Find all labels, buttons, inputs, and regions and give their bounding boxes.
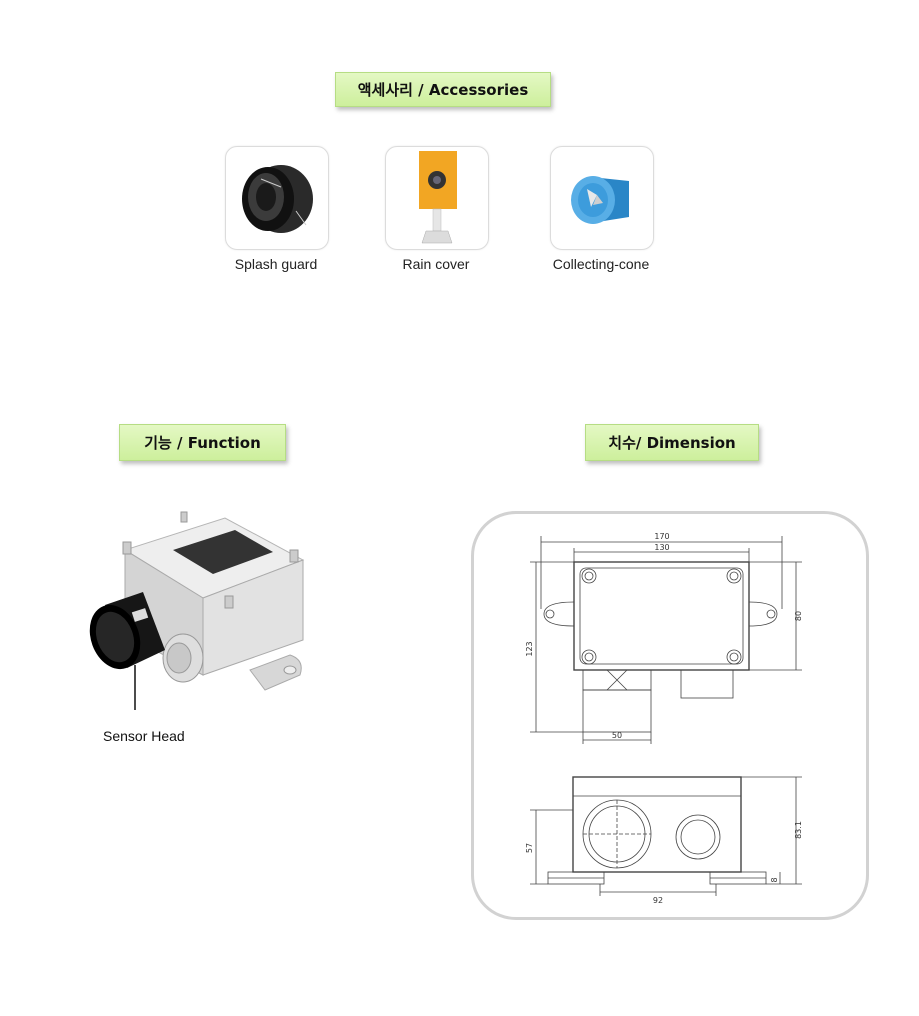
dim-total-height: 83.1	[794, 821, 803, 839]
rain-cover-thumbnail	[385, 146, 489, 250]
dimension-title: 치수/ Dimension	[608, 434, 736, 452]
sensor-head-label: Sensor Head	[103, 728, 185, 744]
dimension-heading: 치수/ Dimension	[585, 424, 759, 461]
dim-gland-width: 50	[612, 731, 622, 740]
collecting-cone-caption: Collecting-cone	[552, 256, 650, 272]
rain-cover-icon	[419, 151, 457, 244]
dim-depth: 80	[794, 611, 803, 621]
dim-total-length: 123	[525, 641, 534, 656]
dim-hole-spacing: 130	[654, 543, 669, 552]
accessories-title: 액세사리 / Accessories	[357, 81, 529, 99]
function-title: 기능 / Function	[144, 434, 261, 452]
function-heading: 기능 / Function	[119, 424, 286, 461]
rain-cover-caption: Rain cover	[402, 256, 470, 272]
sensor-product-image	[89, 511, 305, 710]
dim-foot-spacing: 92	[653, 896, 663, 905]
splash-guard-icon	[242, 165, 313, 233]
dimension-drawing: 170 130 80 123 50 57 83.1 92 8	[525, 532, 803, 905]
accessories-heading: 액세사리 / Accessories	[335, 72, 551, 107]
splash-guard-caption: Splash guard	[234, 256, 318, 272]
splash-guard-thumbnail	[225, 146, 329, 250]
collecting-cone-thumbnail	[550, 146, 654, 250]
collecting-cone-icon	[571, 176, 629, 224]
dim-body-height: 57	[525, 843, 534, 853]
dimension-drawing-panel: 170 130 80 123 50 57 83.1 92 8	[471, 511, 869, 920]
dim-overall-width: 170	[654, 532, 669, 541]
dim-foot-height: 8	[770, 877, 779, 882]
